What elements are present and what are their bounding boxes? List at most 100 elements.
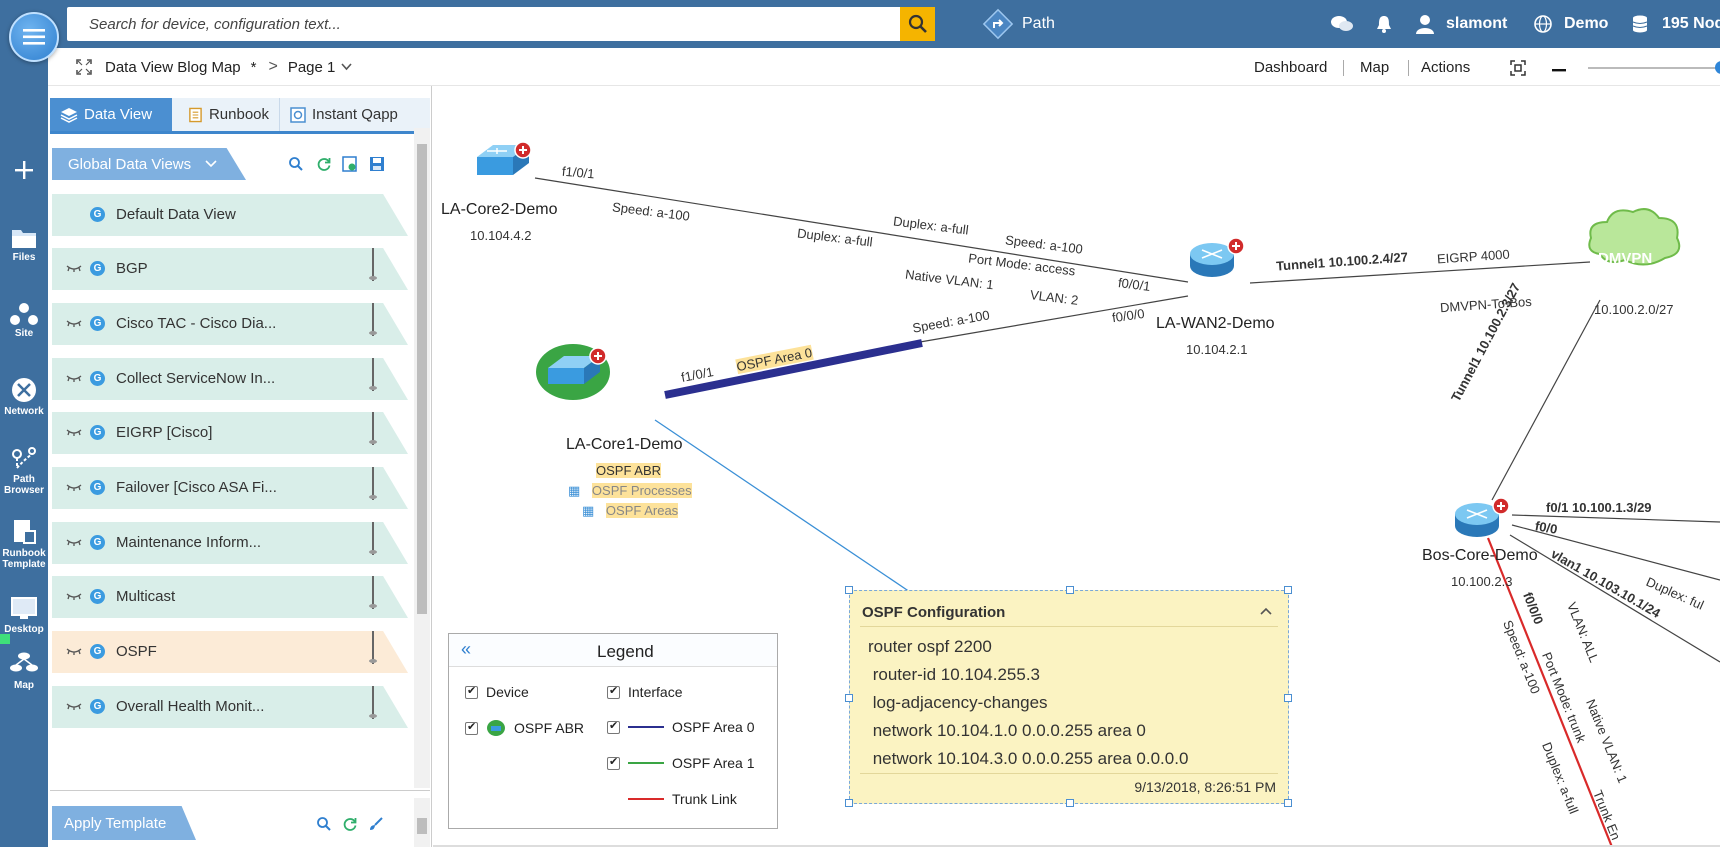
- list-item[interactable]: G Overall Health Monit...: [52, 686, 408, 728]
- cloud-icon[interactable]: [1585, 204, 1685, 270]
- pin-icon[interactable]: [369, 358, 377, 391]
- eye-closed-icon[interactable]: [66, 374, 82, 382]
- ospf-abr-tag[interactable]: OSPF ABR: [596, 463, 662, 478]
- eye-closed-icon[interactable]: [66, 647, 82, 655]
- eye-closed-icon[interactable]: [66, 702, 82, 710]
- domain-menu[interactable]: Demo: [1534, 0, 1608, 48]
- link-wan2-dmvpn[interactable]: [1249, 261, 1591, 284]
- resize-handle[interactable]: [1284, 694, 1292, 702]
- chevron-up-icon[interactable]: [1260, 607, 1272, 615]
- link-dmvpn-bos[interactable]: [1491, 299, 1601, 501]
- collapse-icon[interactable]: «: [461, 639, 472, 659]
- list-item[interactable]: G Collect ServiceNow In...: [52, 358, 408, 400]
- legend-area0[interactable]: OSPF Area 0: [607, 719, 754, 735]
- map-name[interactable]: Data View Blog Map: [105, 58, 241, 76]
- device-name[interactable]: LA-Core2-Demo: [441, 201, 558, 218]
- pin-icon[interactable]: [369, 412, 377, 445]
- rail-network[interactable]: Network: [0, 376, 48, 417]
- list-item[interactable]: G BGP: [52, 248, 408, 290]
- resize-handle[interactable]: [845, 799, 853, 807]
- zoom-out-button[interactable]: [1552, 62, 1568, 78]
- switch-icon[interactable]: [536, 338, 626, 402]
- scrollbar-thumb[interactable]: [417, 818, 427, 834]
- switch-icon[interactable]: [473, 141, 533, 181]
- legend-area1[interactable]: OSPF Area 1: [607, 755, 754, 771]
- search-button[interactable]: [900, 7, 935, 41]
- rail-site[interactable]: Site: [0, 302, 48, 339]
- search-icon[interactable]: [288, 156, 304, 172]
- list-item[interactable]: G Failover [Cisco ASA Fi...: [52, 467, 408, 509]
- path-button[interactable]: Path: [982, 0, 1055, 48]
- rail-files[interactable]: Files: [0, 226, 48, 263]
- map-canvas[interactable]: [433, 86, 1720, 847]
- rail-desktop[interactable]: Desktop: [0, 596, 48, 635]
- device-name[interactable]: LA-Core1-Demo: [566, 436, 683, 453]
- page-label[interactable]: Page 1: [287, 58, 336, 76]
- rail-runbook-template[interactable]: Runbook Template: [0, 518, 48, 570]
- pin-icon[interactable]: [369, 248, 377, 281]
- scrollbar[interactable]: [414, 128, 430, 788]
- list-item[interactable]: G Maintenance Inform...: [52, 522, 408, 564]
- chevron-down-icon[interactable]: [341, 63, 352, 71]
- device-name[interactable]: Bos-Core-Demo: [1422, 547, 1538, 564]
- legend-ospf-abr[interactable]: OSPF ABR: [465, 719, 584, 737]
- tab-runbook[interactable]: Runbook: [178, 98, 280, 131]
- eye-closed-icon[interactable]: [66, 428, 82, 436]
- resize-handle[interactable]: [1066, 799, 1074, 807]
- eye-closed-icon[interactable]: [66, 264, 82, 272]
- main-menu-button[interactable]: [9, 12, 59, 62]
- link-core2-wan2[interactable]: [534, 177, 1189, 283]
- pin-icon[interactable]: [369, 522, 377, 555]
- nav-map[interactable]: Map: [1360, 58, 1390, 76]
- eye-closed-icon[interactable]: [66, 538, 82, 546]
- chat-button[interactable]: [1330, 0, 1354, 48]
- list-item[interactable]: G Multicast: [52, 576, 408, 618]
- resize-handle[interactable]: [1066, 586, 1074, 594]
- zoom-slider[interactable]: [1588, 61, 1720, 74]
- zoom-fit-button[interactable]: [1510, 60, 1526, 79]
- pin-icon[interactable]: [369, 467, 377, 500]
- search-input[interactable]: [67, 7, 899, 41]
- user-menu[interactable]: slamont: [1416, 0, 1507, 48]
- fit-screen-button[interactable]: [76, 59, 92, 78]
- pin-icon[interactable]: [369, 303, 377, 336]
- resize-handle[interactable]: [845, 586, 853, 594]
- tab-data-view[interactable]: Data View: [50, 98, 172, 131]
- router-icon[interactable]: [1453, 496, 1513, 542]
- checkbox[interactable]: [465, 684, 478, 699]
- brush-icon[interactable]: [368, 816, 384, 832]
- refresh-icon[interactable]: [316, 156, 332, 172]
- checkbox[interactable]: [607, 684, 620, 699]
- list-item[interactable]: G Default Data View: [52, 194, 408, 236]
- link-bos-f01[interactable]: [1511, 514, 1720, 523]
- eye-closed-icon[interactable]: [66, 483, 82, 491]
- import-icon[interactable]: [342, 156, 358, 172]
- scrollbar[interactable]: [414, 798, 430, 847]
- resize-handle[interactable]: [845, 694, 853, 702]
- rail-map[interactable]: Map: [0, 650, 48, 691]
- search-icon[interactable]: [316, 816, 332, 832]
- device-name[interactable]: LA-WAN2-Demo: [1156, 315, 1275, 332]
- link-bos-vlan1[interactable]: [1509, 534, 1720, 663]
- nodes-menu[interactable]: 195 Nod: [1632, 0, 1720, 48]
- link-ospf-area0[interactable]: [664, 339, 923, 399]
- list-item[interactable]: G Cisco TAC - Cisco Dia...: [52, 303, 408, 345]
- rail-add-button[interactable]: [0, 160, 48, 182]
- list-item[interactable]: G EIGRP [Cisco]: [52, 412, 408, 454]
- notifications-button[interactable]: [1375, 0, 1393, 48]
- eye-closed-icon[interactable]: [66, 319, 82, 327]
- resize-handle[interactable]: [1284, 586, 1292, 594]
- link-bos-f00[interactable]: [1511, 524, 1720, 581]
- pin-icon[interactable]: [369, 631, 377, 664]
- scrollbar-thumb[interactable]: [417, 144, 427, 614]
- legend-device[interactable]: Device: [465, 684, 529, 700]
- pin-icon[interactable]: [369, 686, 377, 719]
- ospf-processes-link[interactable]: ▦ OSPF Processes: [568, 483, 692, 499]
- rail-path-browser[interactable]: Path Browser: [0, 446, 48, 496]
- ospf-areas-link[interactable]: ▦ OSPF Areas: [582, 503, 679, 519]
- ospf-config-note[interactable]: OSPF Configuration router ospf 2200 rout…: [845, 586, 1292, 807]
- eye-closed-icon[interactable]: [66, 592, 82, 600]
- nav-dashboard[interactable]: Dashboard: [1254, 58, 1328, 76]
- refresh-icon[interactable]: [342, 816, 358, 832]
- checkbox[interactable]: [465, 720, 478, 735]
